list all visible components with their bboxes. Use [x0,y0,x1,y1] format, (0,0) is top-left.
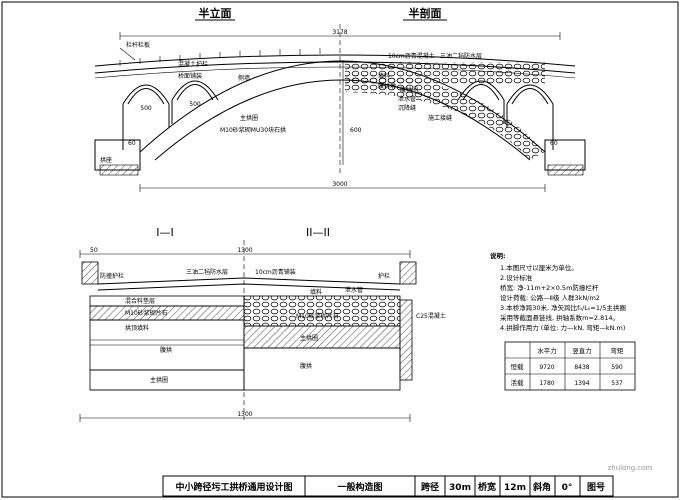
notes-line-1: 1.本图尺寸以厘米为单位。 [500,263,578,272]
table-row-dead-label: 恒载 [511,362,525,371]
table-row-dead-m: 590 [611,364,623,371]
label-spandrel-wall: 侧墙 [238,74,250,82]
label-deck-right: 10cm沥青混凝土 [388,52,435,60]
cross-section-view: I—I II—II 1300 50 1300 [79,226,446,422]
label-pier-right: 腹拱墩 [378,82,396,90]
title-block: 中小跨径圬工拱桥通用设计图 一般构造图 跨径 30m 桥宽 12m 斜角 0° … [162,475,614,497]
notes-line-3: 桥宽: 净-11m+2×0.5m防撞栏杆 [500,283,599,292]
sec-label-l7: 主拱圈 [300,334,318,342]
notes-line-6: 采用等截面悬链线, 拱轴系数m=2.814。 [500,313,619,322]
label-abutment: 拱座 [100,156,112,164]
sec-label-l2: M10砂浆砌片石 [125,309,168,317]
table-row-dead-v: 8438 [574,364,589,371]
notes-heading: 说明: [490,251,506,260]
elevation-view: 半立面 半剖面 3178 [94,6,586,192]
dim-width-bottom: 1300 [237,411,252,418]
title-span-label: 跨径 [421,481,439,493]
sec-label-l4: 拱顶填料 [125,324,149,332]
title-width-value: 12m [504,483,526,493]
table-row-live-label: 活载 [511,378,525,387]
notes-line-5: 3.本桥净跨30米, 净矢跨比f₀/L₀=1/5主拱圈 [500,303,626,312]
elevation-left-title: 半立面 [199,6,232,20]
design-notes: 说明: 1.本图尺寸以厘米为单位。 2.设计标准 桥宽: 净-11m+2×0.5… [490,251,626,332]
section-left-title: I—I [156,226,174,239]
dim-60-a: 60 [128,140,136,147]
dim-width-top: 1300 [237,247,252,254]
table-header-horizontal: 水平力 [537,346,557,355]
sec-label-l1: 混合料垫层 [125,297,155,305]
label-fill-right: 填料 [378,72,390,80]
sec-label-railing: 防撞护栏 [100,272,124,280]
sec-label-l5: 主拱圈 [150,376,168,384]
sec-label-l3: 腹拱 [160,346,172,354]
barrier-left [81,261,99,285]
sec-label-drainpipe: 泄水管 [345,286,363,294]
dim-50: 50 [90,247,98,254]
sec-label-waterproof: 三油二毡防水层 [186,268,228,276]
label-spandrel-arch: 腹拱圈 [400,86,418,94]
dim-500-b: 500 [189,101,201,108]
railing-left [119,48,321,66]
title-sheet-label: 图号 [587,482,605,493]
title-project: 中小跨径圬工拱桥通用设计图 [175,481,292,493]
label-pave-left: 桥面铺装 [178,72,202,80]
dim-span: 3000 [332,181,347,188]
spandrel-arches-left [122,80,219,150]
sec-label-mortar: M10砂浆砌片石 [296,312,339,320]
sec-label-rail-right: 护栏 [378,272,390,280]
title-skew-label: 斜角 [532,481,551,493]
notes-line-4: 设计荷载: 公路—Ⅱ级 人群3kN/m2 [500,293,600,302]
table-header-moment: 弯矩 [611,346,625,355]
label-guardrail: 混凝土护栏 [178,60,208,68]
table-header-vertical: 竖直力 [572,346,592,355]
sec-label-l6: 腹拱 [300,362,312,370]
title-width-label: 桥宽 [478,481,496,493]
label-drain: 泄水管 [398,95,416,103]
section-right-title: II—II [306,226,330,239]
title-skew-value: 0° [562,483,573,493]
watermark: zhulong.com [608,464,653,472]
main-arch [139,60,546,161]
label-arch-note: M10砂浆砌MU30块石拱 [220,126,286,134]
table-row-live-h: 1780 [539,380,554,387]
spandrel-arches-right [345,62,554,150]
label-settle: 沉降缝 [398,104,416,112]
notes-line-2: 2.设计标准 [500,273,533,282]
elevation-right-title: 半剖面 [409,6,442,20]
label-plate: 施工接缝 [428,114,452,122]
dim-60-b: 60 [550,140,558,147]
label-waterproof-right: 三油二毡防水层 [440,52,482,60]
title-drawing: 一般构造图 [337,481,382,493]
dim-rise: 600 [350,127,362,134]
title-span-value: 30m [449,483,471,493]
dim-500-a: 500 [140,105,152,112]
force-table: 水平力 竖直力 弯矩 恒载 9720 8438 590 活载 1780 1394… [504,341,636,391]
table-row-live-m: 537 [611,380,623,387]
barrier-right [399,261,417,285]
notes-line-7: 4.拱脚作用力 (单位: 力—kN, 弯矩—kN.m) [500,323,625,332]
sec-label-r-dim: C25混凝土 [416,312,446,320]
label-main-arch: 主拱圈 [240,114,258,122]
sec-label-backfill: 填料 [310,288,322,296]
table-row-live-v: 1394 [574,380,589,387]
sec-label-deck: 10cm沥青铺装 [255,268,296,276]
label-railing: 栏杆栏板 [126,41,150,49]
table-row-dead-h: 9720 [539,364,554,371]
